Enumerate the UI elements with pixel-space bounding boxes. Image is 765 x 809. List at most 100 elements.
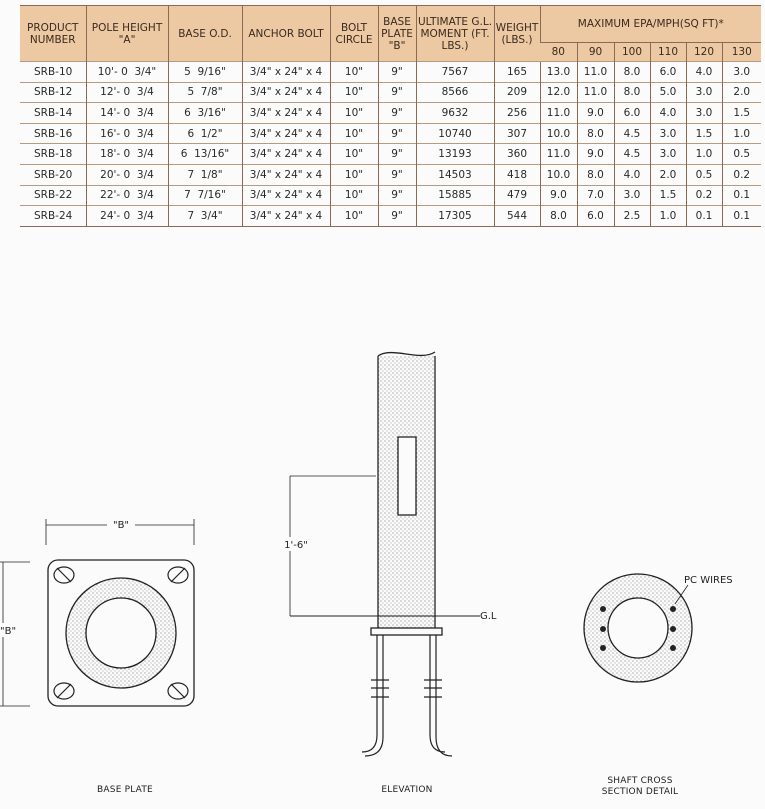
cell-base-plate: 9" [377,102,416,124]
cell-epa: 8.0 [576,163,614,186]
cell-epa: 3.0 [721,61,762,83]
cell-epa: 6.0 [649,61,686,83]
cell-epa: 8.0 [613,81,650,103]
cell-epa: 3.0 [649,122,686,144]
elevation-dimension-label: 1'-6" [284,540,308,551]
cell-anchor-bolt: 3/4" x 24" x 4 [241,205,330,227]
ground-line-label: G.L [480,611,497,622]
cell-epa: 1.0 [649,205,686,227]
cell-moment: 10740 [415,122,494,144]
cell-epa: 11.0 [539,143,577,165]
cell-epa: 10.0 [539,163,577,186]
cell-base-plate: 9" [377,184,416,206]
header-base-plate: BASE PLATE "B" [377,5,416,62]
cell-epa: 3.0 [685,81,722,103]
base-plate-drawing [0,519,195,707]
anchor-bolt [424,635,453,757]
cell-bolt-circle: 10" [329,163,378,186]
cell-bolt-circle: 10" [329,81,378,103]
cell-weight: 165 [493,61,540,83]
cell-epa: 0.1 [685,205,722,227]
cell-base-od: 6 1/2" [167,122,242,144]
cell-epa: 0.5 [721,143,762,165]
cell-epa: 8.0 [613,61,650,83]
cell-product: SRB-20 [20,163,86,186]
cell-base-plate: 9" [377,122,416,144]
cell-anchor-bolt: 3/4" x 24" x 4 [241,81,330,103]
header-pole-height: POLE HEIGHT "A" [85,5,168,62]
shaft-section-drawing [583,573,693,683]
cell-pole-height: 14'- 0 3/4 [85,102,168,124]
header-bolt-circle: BOLT CIRCLE [329,5,378,62]
pc-wires-label: PC WIRES [684,575,733,586]
cell-weight: 209 [493,81,540,103]
cell-weight: 256 [493,102,540,124]
cell-bolt-circle: 10" [329,102,378,124]
base-plate-caption: BASE PLATE [97,785,153,795]
cell-epa: 1.5 [685,122,722,144]
cell-product: SRB-24 [20,205,86,227]
cell-moment: 8566 [415,81,494,103]
base-plate-height-label: "B" [0,626,16,637]
cell-epa: 7.0 [576,184,614,206]
header-mph: 120 [685,42,722,62]
header-anchor-bolt: ANCHOR BOLT [241,5,330,62]
cell-product: SRB-12 [20,81,86,103]
cell-weight: 360 [493,143,540,165]
shaft-section-caption: SHAFT CROSS SECTION DETAIL [575,776,705,798]
cell-weight: 479 [493,184,540,206]
anchor-bolt [361,635,389,757]
cell-epa: 8.0 [539,205,577,227]
header-mph: 80 [540,42,577,62]
cell-moment: 17305 [415,205,494,227]
cell-pole-height: 20'- 0 3/4 [85,163,168,186]
cell-product: SRB-18 [20,143,86,165]
cell-epa: 0.1 [721,205,762,227]
cell-base-plate: 9" [377,143,416,165]
cell-bolt-circle: 10" [329,184,378,206]
cell-epa: 12.0 [539,81,577,103]
cell-product: SRB-16 [20,122,86,144]
cell-base-od: 7 1/8" [167,163,242,186]
pc-wire [600,606,676,651]
cell-bolt-circle: 10" [329,143,378,165]
cell-base-plate: 9" [377,163,416,186]
cell-moment: 14503 [415,163,494,186]
elevation-caption: ELEVATION [381,785,433,795]
cell-epa: 0.2 [685,184,722,206]
header-ultimate-moment: ULTIMATE G.L. MOMENT (FT. LBS.) [415,5,494,62]
cell-pole-height: 10'- 0 3/4" [85,61,168,83]
cell-product: SRB-14 [20,102,86,124]
cell-anchor-bolt: 3/4" x 24" x 4 [241,61,330,83]
cell-product: SRB-10 [20,61,86,83]
cell-base-od: 6 3/16" [167,102,242,124]
cell-base-plate: 9" [377,205,416,227]
cell-moment: 15885 [415,184,494,206]
cell-base-od: 5 9/16" [167,61,242,83]
cell-epa: 1.0 [721,122,762,144]
cell-anchor-bolt: 3/4" x 24" x 4 [241,184,330,206]
cell-pole-height: 24'- 0 3/4 [85,205,168,227]
cell-epa: 11.0 [576,81,614,103]
cell-epa: 3.0 [613,184,650,206]
cell-pole-height: 12'- 0 3/4 [85,81,168,103]
cell-moment: 7567 [415,61,494,83]
cell-epa: 3.0 [685,102,722,124]
cell-epa: 10.0 [539,122,577,144]
cell-epa: 2.0 [649,163,686,186]
cell-anchor-bolt: 3/4" x 24" x 4 [241,102,330,124]
cell-base-od: 7 3/4" [167,205,242,227]
cell-epa: 3.0 [649,143,686,165]
cell-epa: 0.2 [721,163,762,186]
cell-anchor-bolt: 3/4" x 24" x 4 [241,143,330,165]
cell-product: SRB-22 [20,184,86,206]
cell-weight: 418 [493,163,540,186]
